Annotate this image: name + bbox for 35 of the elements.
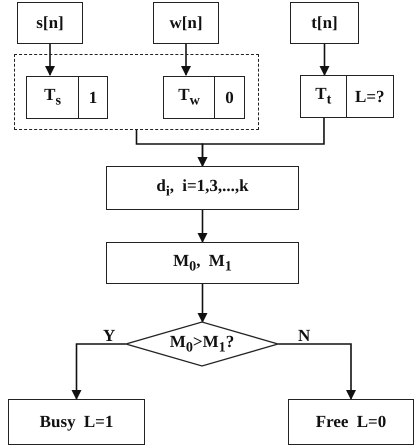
box-text: Busy L=1: [38, 411, 114, 433]
box-text: M$_{0}$, M$_{1}$: [172, 250, 233, 276]
process-box: [300, 75, 394, 118]
process-box: [17, 2, 83, 44]
box-text: w[n]: [168, 12, 204, 34]
box-text: L=?: [346, 76, 393, 117]
edge-label: N: [298, 327, 310, 344]
arrow: [198, 284, 208, 323]
box-text: t[n]: [310, 12, 339, 34]
process-box: [26, 76, 108, 119]
box-text: T$_{w}$: [177, 84, 201, 111]
box-text: 1: [78, 77, 107, 118]
process-box: [163, 76, 245, 119]
box-text: T$_{t}$: [314, 83, 332, 110]
arrow: [320, 44, 330, 76]
process-box: [106, 242, 299, 284]
arrow: [72, 343, 126, 400]
process-box: [290, 2, 359, 44]
arrow: [278, 343, 356, 400]
box-text: Free L=0: [314, 411, 388, 433]
box-text: s[n]: [35, 12, 65, 34]
process-box: [8, 399, 145, 445]
box-text: T$_{s}$: [43, 84, 62, 111]
process-box: [288, 399, 414, 445]
dashed-group-box: [14, 54, 259, 130]
condition-text: M$_{0}$>M$_{1}$?: [170, 332, 234, 356]
box-text: d$_{i}$, i=1,3,...,k: [155, 174, 250, 202]
process-box: [106, 166, 299, 210]
edge-label: Y: [103, 327, 116, 344]
arrow: [198, 118, 325, 167]
process-box: [153, 2, 219, 44]
arrow: [181, 44, 191, 76]
box-text: 0: [214, 77, 244, 118]
arrow: [45, 44, 55, 76]
arrow: [198, 210, 208, 243]
